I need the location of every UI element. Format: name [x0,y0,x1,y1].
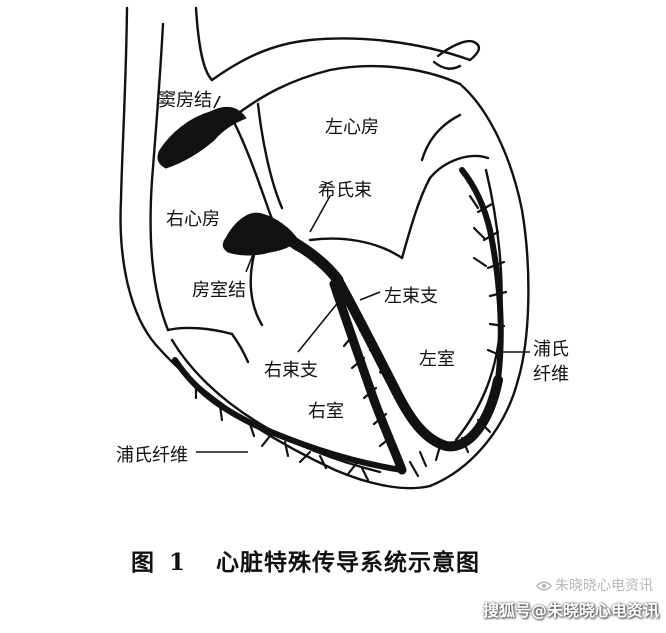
tricuspid-leaflet-a [249,253,264,327]
left-atrium-floor [308,237,404,260]
label-sinoatrial-node: 窦房结 [158,90,212,111]
leader-his-bundle [309,195,331,233]
aorta-arch [210,37,472,82]
aorta-branch2 [432,60,462,70]
right-bundle-path [329,279,407,475]
label-purkinje-left: 浦氏纤维 [116,445,188,466]
label-purkinje-right-1: 浦氏 [533,339,569,360]
tricuspid-leaflet-b [166,326,234,336]
left-bundle-path [333,275,503,452]
left-purkinje-up [459,167,504,383]
label-right-bundle-branch: 右束支 [264,360,318,381]
septum-top [256,102,284,210]
mitral-leaflet-a [400,176,432,260]
watermark-bottom: 搜狐号@朱晓晓心电资讯 [483,601,660,620]
outer-wall-left [428,82,530,488]
eye-icon [536,581,552,591]
label-left-atrium: 左心房 [325,117,379,138]
av-node-shape [222,212,299,256]
label-av-node: 房室结 [192,280,246,301]
mitral-leaflet-c [420,113,462,162]
caption-number: 1 [169,549,187,576]
label-his-bundle: 希氏束 [318,180,372,201]
leader-sa-node [213,95,221,109]
caption-title: 心脏特殊传导系统示意图 [216,549,481,576]
tricuspid-leaflet-c [230,332,250,364]
aorta-branch [436,39,481,62]
leader-right-bundle [297,299,341,353]
right-atrium-inner [149,22,170,332]
label-right-atrium: 右心房 [166,209,220,230]
his-bundle-path [284,234,344,286]
watermark-top: 朱晓晓心电资讯 [536,575,653,595]
label-left-bundle-branch: 左束支 [384,286,438,307]
mitral-leaflet-b [428,154,490,180]
label-purkinje-right-2: 纤维 [533,364,569,385]
watermark-line1: 朱晓晓心电资讯 [555,578,653,594]
aorta-inner [230,64,462,120]
sinoatrial-node-shape [157,107,247,169]
leader-left-bundle [359,291,381,301]
outer-wall-right [119,6,432,490]
vena-cava-inner [194,6,214,82]
leader-av-node [245,251,255,273]
label-right-ventricle: 右室 [308,401,344,422]
label-left-ventricle: 左室 [419,349,455,370]
caption-prefix: 图 [131,549,155,576]
